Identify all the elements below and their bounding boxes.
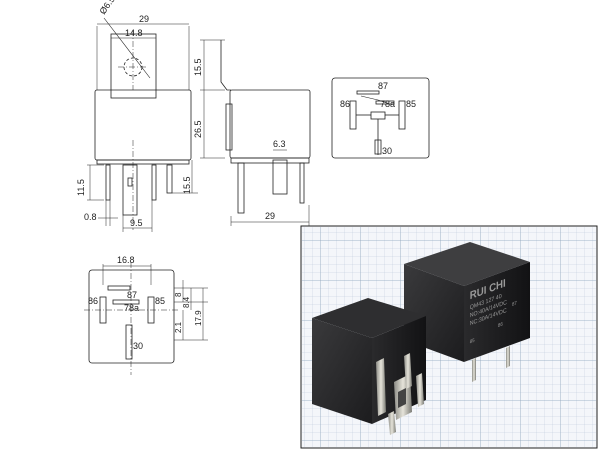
side-terminal	[237, 162, 245, 214]
dim-body-height: 26.5	[193, 120, 203, 138]
bottom-view	[84, 262, 208, 375]
side-body	[229, 89, 311, 159]
relay-photo-front	[312, 298, 426, 435]
coil	[370, 111, 386, 120]
schem-pin-87: 87	[378, 81, 388, 91]
dim-bottom-2-1: 2.1	[174, 321, 183, 333]
dim-body-width: 29	[265, 211, 275, 221]
dim-pin-thickness: 0.8	[84, 212, 97, 222]
dim-width-top: 29	[139, 14, 149, 24]
relay-body	[94, 89, 192, 161]
dim-diameter: Ø6.5	[97, 0, 116, 16]
terminal	[122, 164, 138, 216]
side-view	[200, 39, 311, 226]
schem-pin-30: 30	[382, 146, 392, 156]
dim-term-length: 11.5	[76, 179, 86, 196]
dim-bottom-8: 8	[174, 292, 183, 297]
dim-pin-width: 6.3	[273, 139, 286, 149]
pin-schematic	[331, 77, 430, 159]
dim-pin-spacing: 9.5	[130, 218, 143, 228]
front-view	[87, 17, 198, 232]
photo-pin-85: 85	[470, 337, 475, 345]
side-terminal	[272, 159, 288, 195]
dim-term-height: 15.5	[182, 176, 192, 194]
bottom-pin-86: 86	[88, 296, 98, 306]
schem-pin-86: 86	[340, 99, 350, 109]
bottom-pin-78a: 78a	[124, 303, 139, 313]
dim-hole-offset: 14.8	[125, 28, 143, 38]
bottom-pin-85: 85	[155, 296, 165, 306]
dim-bracket-height: 15.5	[193, 58, 203, 76]
side-bracket	[220, 40, 231, 91]
product-photo: RUI CHI QM43 127 40 NO:40A/14VDC NC:30A/…	[300, 225, 598, 449]
schem-pin-85: 85	[406, 99, 416, 109]
schem-pin-78a: 78a	[380, 99, 395, 109]
bottom-pin-87: 87	[127, 290, 137, 300]
mounting-bracket	[110, 33, 157, 99]
bottom-frame	[88, 269, 175, 364]
bottom-pin-30: 30	[133, 341, 143, 351]
schematic-frame	[331, 77, 430, 159]
dim-bottom-width: 16.8	[117, 255, 135, 265]
dim-bottom-17-9: 17.9	[194, 310, 203, 326]
terminal	[105, 164, 111, 201]
terminal	[151, 164, 157, 201]
photo-pin-87: 87	[512, 300, 517, 308]
dim-bottom-8-4: 8.4	[182, 296, 191, 308]
photo-pin-86: 86	[498, 321, 503, 329]
